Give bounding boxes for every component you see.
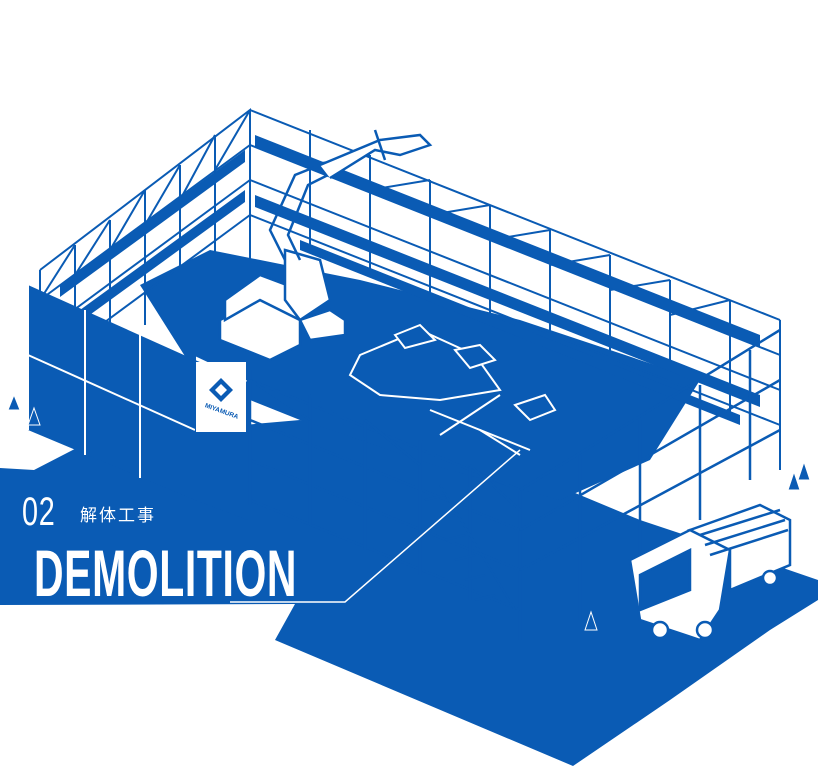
traffic-cones	[7, 393, 811, 631]
traffic-cone-icon	[584, 610, 598, 631]
scaffolding-boards-left	[60, 150, 245, 322]
excavator	[218, 129, 433, 362]
hoarding-panels	[27, 285, 249, 520]
section-title-jp: 解体工事	[80, 506, 156, 526]
scaffolding-front	[248, 328, 781, 640]
traffic-cone-icon	[787, 470, 801, 491]
scaffolding-staircase	[419, 484, 516, 621]
rubble-piles	[348, 323, 557, 456]
leader-line	[230, 449, 521, 603]
traffic-cone-icon	[27, 406, 41, 426]
section-title-en: DEMOLITION	[34, 536, 298, 610]
ground-plane	[0, 420, 818, 766]
traffic-cone-icon	[797, 460, 811, 481]
section-number: 02	[22, 490, 56, 534]
miyamura-diamond-logo-icon	[209, 378, 233, 402]
scaffolding-boards-right	[255, 135, 760, 425]
traffic-cone-icon	[7, 393, 21, 411]
truck	[628, 503, 792, 642]
scaffolding-back-right	[249, 109, 781, 470]
